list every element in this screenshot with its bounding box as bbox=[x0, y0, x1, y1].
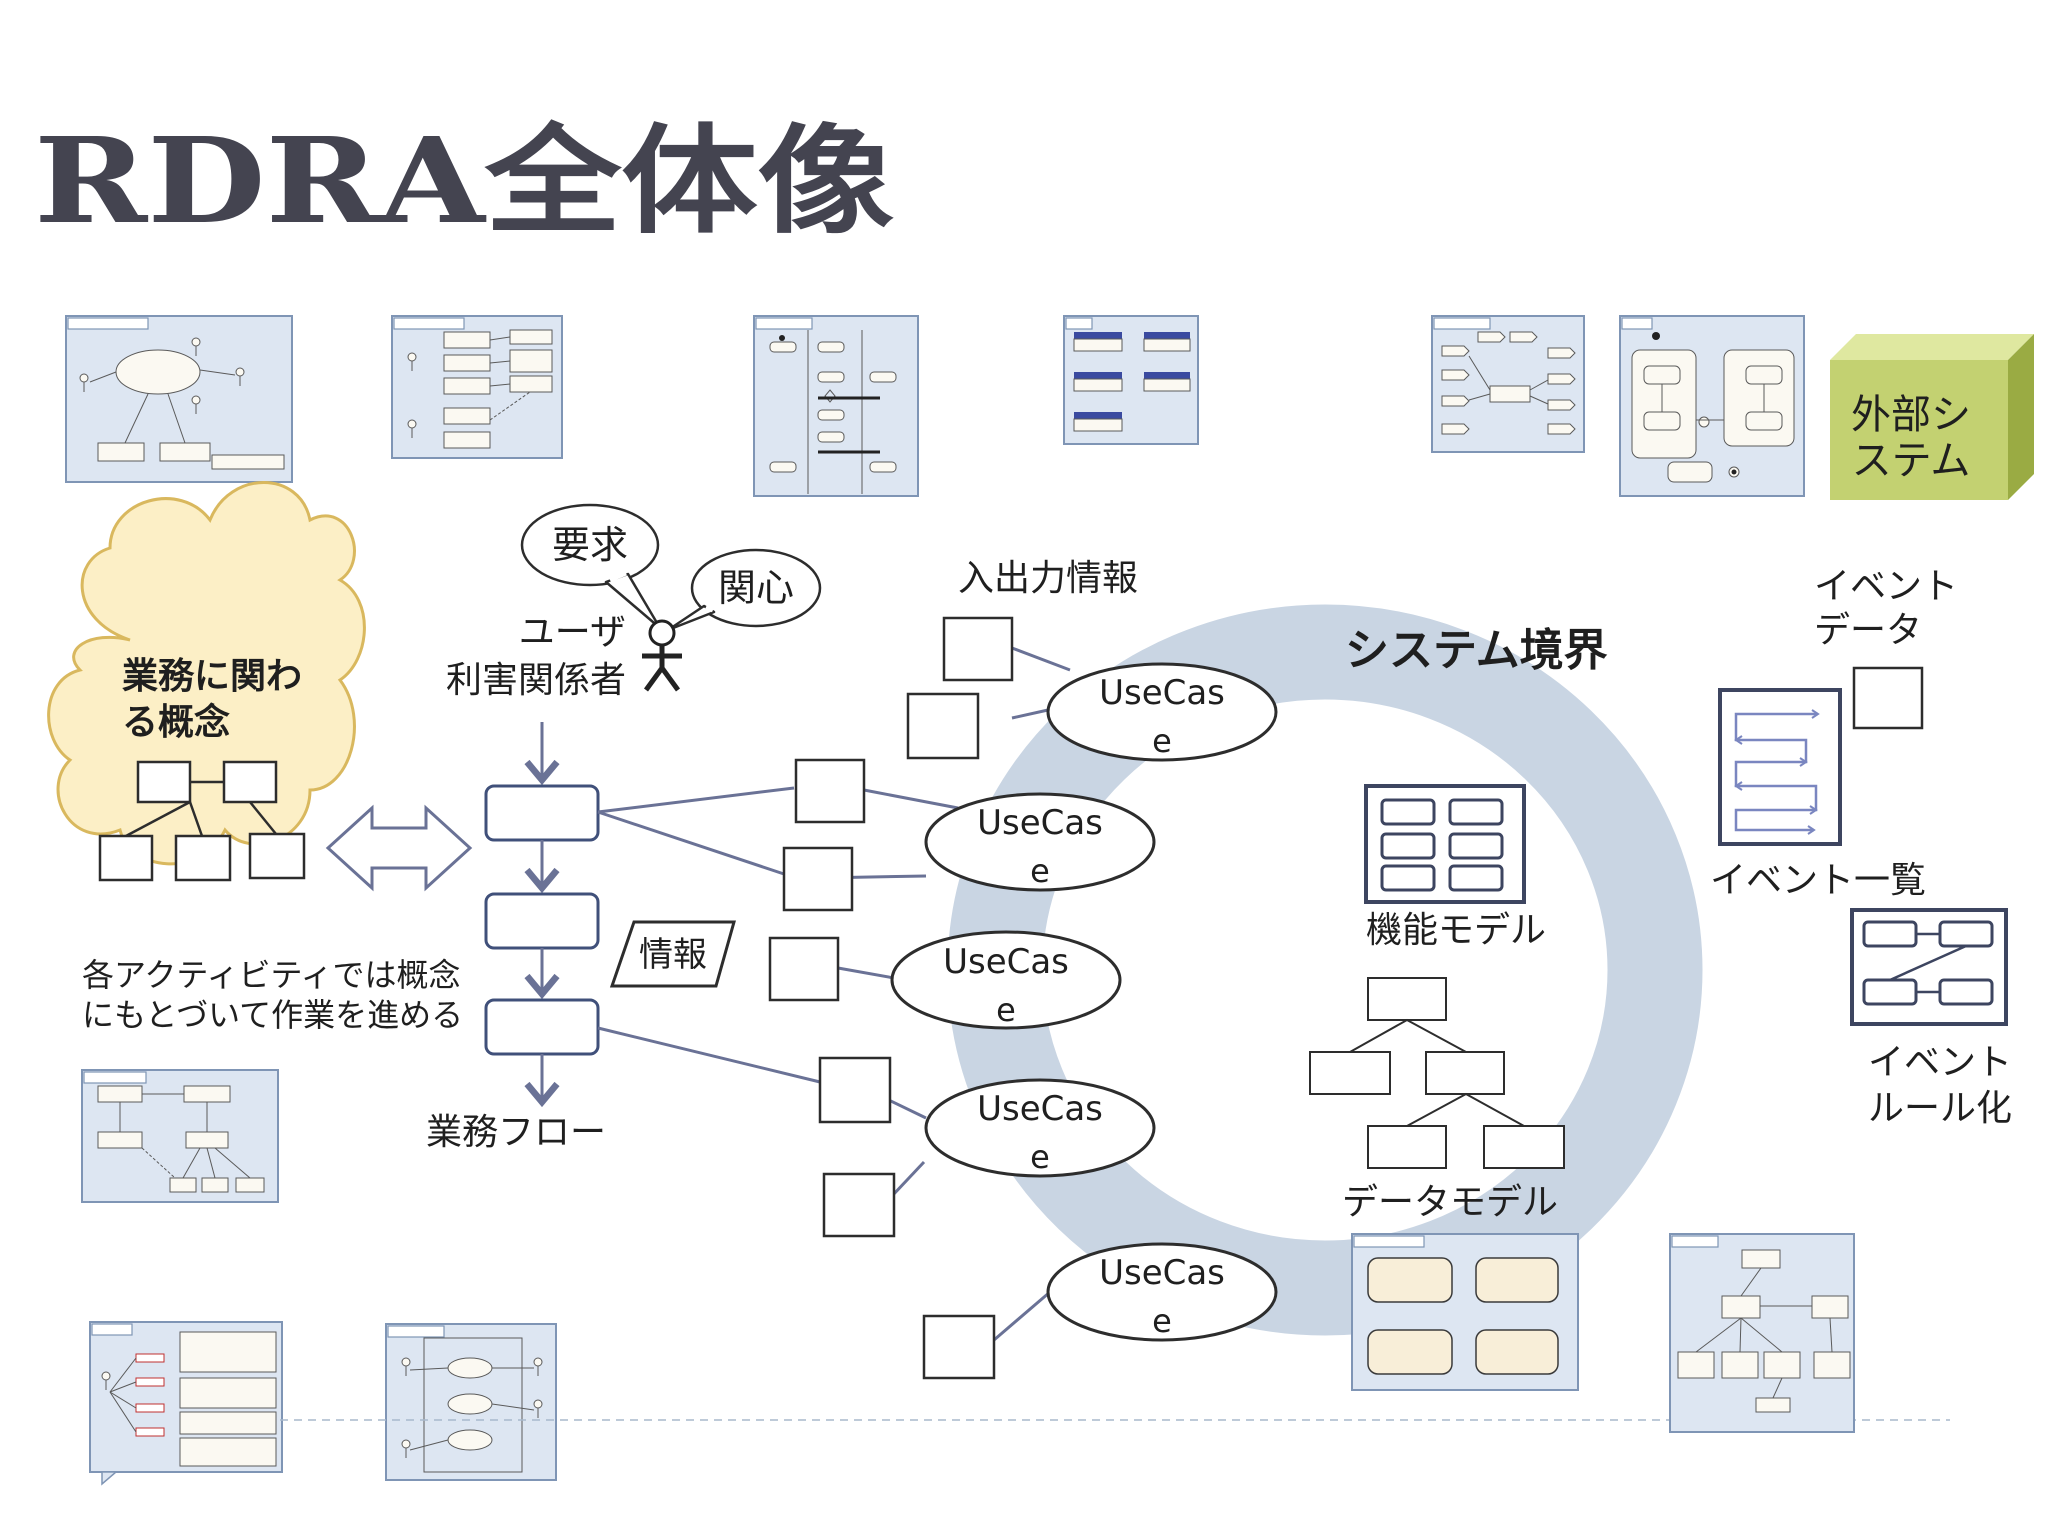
io-info-label: 入出力情報 bbox=[958, 558, 1138, 599]
business-activity-3 bbox=[484, 998, 600, 1056]
external-system-label-2: ステム bbox=[1852, 438, 1971, 484]
event-data-label-2: データ bbox=[1814, 610, 1922, 651]
usecase-5-label-1: UseCas bbox=[1099, 1253, 1225, 1293]
info-box-7 bbox=[822, 1172, 896, 1238]
io-info-box-1 bbox=[942, 616, 1014, 682]
speech-bubble-youkyu: 要求 bbox=[520, 503, 662, 630]
concept-note-line-1: 各アクティビティでは概念 bbox=[82, 956, 461, 994]
event-rule-label-2: ルール化 bbox=[1868, 1088, 2012, 1129]
concept-cloud: 業務に関わ る概念 bbox=[47, 481, 366, 882]
usecase-2-label-2: e bbox=[1030, 852, 1050, 890]
usecase-3: UseCas e bbox=[890, 930, 1122, 1030]
event-data-label-1: イベント bbox=[1814, 566, 1958, 607]
activity-diagram-thumbnail bbox=[753, 315, 919, 497]
business-context-thumbnail bbox=[89, 1321, 283, 1486]
usecase-diagram-thumbnail bbox=[385, 1323, 557, 1481]
function-model-thumbnail bbox=[1351, 1233, 1579, 1391]
page-title: RDRA全体像 bbox=[34, 111, 894, 250]
event-rule-label-1: イベント bbox=[1868, 1042, 2012, 1083]
state-diagram-thumbnail bbox=[1619, 315, 1805, 497]
usecase-3-label-1: UseCas bbox=[943, 942, 1069, 982]
actor-label-stakeholder: 利害関係者 bbox=[446, 660, 626, 701]
usecase-4-label-2: e bbox=[1030, 1138, 1050, 1176]
screen-model-thumbnail bbox=[1063, 315, 1199, 445]
system-boundary-label: システム境界 bbox=[1345, 625, 1608, 676]
function-model-icon bbox=[1364, 784, 1526, 904]
usecase-2: UseCas e bbox=[924, 792, 1156, 892]
external-system-cube: 外部シ ステム bbox=[1830, 334, 2034, 500]
function-model-label: 機能モデル bbox=[1366, 910, 1546, 951]
event-data-box bbox=[1852, 666, 1924, 730]
usecase-4: UseCas e bbox=[924, 1078, 1156, 1178]
info-parallelogram bbox=[609, 920, 736, 988]
speech-bubble-kanshin: 関心 bbox=[666, 548, 822, 632]
event-rule-icon bbox=[1850, 908, 2008, 1026]
data-model-thumbnail bbox=[1669, 1233, 1855, 1433]
business-activity-1 bbox=[484, 784, 600, 842]
usecase-2-label-1: UseCas bbox=[977, 803, 1103, 843]
usecase-5-label-2: e bbox=[1152, 1302, 1172, 1340]
stick-figure-icon bbox=[642, 619, 682, 692]
usecase-4-label-1: UseCas bbox=[977, 1089, 1103, 1129]
info-box-5 bbox=[768, 936, 840, 1002]
info-box-8 bbox=[922, 1314, 996, 1380]
context-diagram-thumbnail bbox=[65, 315, 293, 483]
actor-label-user: ユーザ bbox=[519, 612, 626, 653]
info-box-3 bbox=[794, 758, 866, 824]
bubble-youkyu-label: 要求 bbox=[552, 523, 628, 567]
bubble-kanshin-label: 関心 bbox=[718, 566, 794, 610]
usecase-1-label-2: e bbox=[1152, 722, 1172, 760]
document-icon bbox=[1718, 688, 1842, 846]
info-label: 情報 bbox=[639, 935, 707, 975]
event-diagram-thumbnail bbox=[1431, 315, 1585, 453]
concept-cloud-label-2: る概念 bbox=[122, 701, 230, 743]
info-box-6 bbox=[818, 1056, 892, 1124]
external-system-label-1: 外部シ bbox=[1851, 392, 1971, 438]
business-flow-label: 業務フロー bbox=[426, 1112, 606, 1153]
usecase-5: UseCas e bbox=[1046, 1242, 1278, 1342]
usecase-1: UseCas e bbox=[1046, 662, 1278, 762]
io-info-box-2 bbox=[906, 692, 980, 760]
concept-model-thumbnail bbox=[81, 1069, 279, 1203]
event-list-label: イベント一覧 bbox=[1710, 860, 1926, 901]
requirement-model-thumbnail bbox=[391, 315, 563, 459]
data-model-icon bbox=[1309, 977, 1565, 1169]
concept-cloud-label-1: 業務に関わ bbox=[122, 656, 302, 697]
usecase-3-label-2: e bbox=[996, 991, 1016, 1029]
business-activity-2 bbox=[484, 892, 600, 950]
double-arrow-icon bbox=[325, 804, 473, 892]
data-model-label: データモデル bbox=[1342, 1182, 1558, 1223]
concept-note-line-2: にもとづいて作業を進める bbox=[82, 996, 463, 1034]
info-box-4 bbox=[782, 846, 854, 912]
usecase-1-label-1: UseCas bbox=[1099, 673, 1225, 713]
